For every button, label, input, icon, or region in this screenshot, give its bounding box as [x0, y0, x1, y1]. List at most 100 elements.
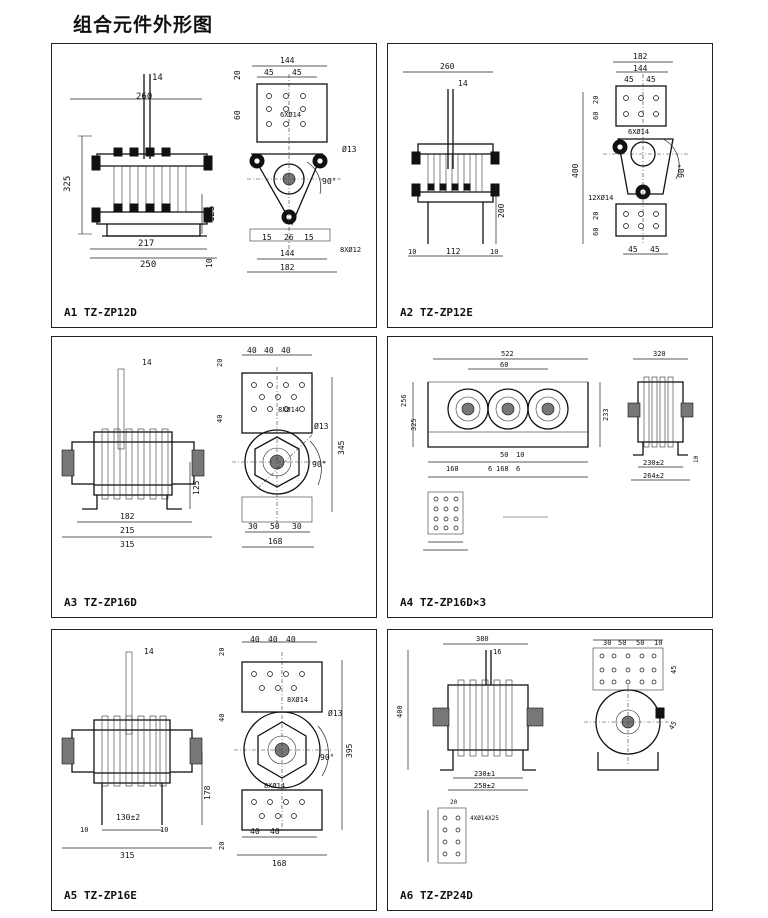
front-view-a5 — [234, 641, 343, 856]
dim-label: 260 — [440, 62, 455, 71]
triple-front-view — [412, 358, 601, 478]
dim-label: 20 — [592, 96, 600, 104]
dim-label: 16 — [493, 648, 501, 656]
dim-label: 15 — [262, 233, 272, 242]
panel-a3: 14 125 182 215 315 20 40 40 40 40 8XØ14 … — [51, 336, 377, 618]
side-view-a6 — [407, 643, 544, 791]
dim-label: 10 — [654, 639, 662, 647]
dim-label: 45 — [292, 68, 302, 77]
dim-label: 178 — [203, 785, 212, 800]
dim-label: 8XØ14 — [278, 406, 299, 414]
dim-label: 50 — [636, 639, 644, 647]
panel-caption: A1 TZ-ZP12D — [64, 306, 137, 319]
dim-label: 30 — [248, 522, 258, 531]
drawing-a3: 14 125 182 215 315 20 40 40 40 40 8XØ14 … — [61, 346, 346, 549]
dim-label: 50 — [270, 522, 280, 531]
dim-label: 256 — [400, 394, 408, 407]
dim-label: 315 — [120, 851, 135, 860]
dim-label: 14 — [458, 79, 468, 88]
drawing-a6: 380 16 400 230±1 258±2 30 50 50 10 45 45 — [396, 635, 679, 864]
dim-label: 60 — [500, 361, 508, 369]
dim-label: 90° — [312, 460, 326, 469]
dim-label: 45 — [650, 245, 660, 254]
side-view-a2 — [403, 71, 503, 257]
drawing-a4: 522 60 256 325 233 168 6 168 6 50 10 320… — [400, 350, 700, 551]
dim-label: 10 — [205, 258, 214, 268]
dim-label: 10 — [490, 248, 498, 256]
dim-label: 10 — [408, 248, 416, 256]
triple-side-view — [627, 358, 694, 481]
dim-label: 90° — [677, 164, 686, 178]
front-view-a1 — [247, 65, 342, 273]
dim-label: 40 — [218, 714, 226, 722]
dim-label: 45 — [646, 75, 656, 84]
dim-label: 20 — [233, 70, 242, 80]
dim-label: 522 — [501, 350, 514, 358]
plate-detail-a6 — [427, 807, 467, 864]
front-view-a2 — [582, 61, 688, 255]
dim-label: 258±2 — [474, 782, 495, 790]
panel-caption: A2 TZ-ZP12E — [400, 306, 473, 319]
dim-label: 20 — [218, 648, 226, 656]
dim-label: 30 — [292, 522, 302, 531]
drawing-a2: 260 14 200 10 112 10 182 144 45 45 6XØ14… — [403, 52, 688, 257]
front-view-a3 — [232, 354, 333, 548]
dim-label: 4XØ14X25 — [470, 815, 499, 822]
dim-label: Ø13 — [328, 708, 343, 718]
panel-caption: A4 TZ-ZP16D×3 — [400, 596, 487, 609]
dim-label: 20 — [218, 842, 226, 850]
dim-label: 130±2 — [116, 813, 140, 822]
dim-label: 264±2 — [643, 472, 664, 480]
dim-label: 14 — [142, 358, 152, 367]
dim-label: 8XØ12 — [340, 246, 361, 254]
dim-label: 90° — [320, 753, 334, 762]
dim-label: 233 — [602, 408, 610, 421]
dim-label: 40 — [286, 635, 296, 644]
dim-label: Ø13 — [342, 144, 357, 154]
panel-a2: 260 14 200 10 112 10 182 144 45 45 6XØ14… — [387, 43, 713, 328]
dim-label: 168 — [268, 537, 283, 546]
side-view-a3 — [61, 368, 212, 538]
dim-label: 6 — [488, 465, 492, 473]
dim-label: 40 — [281, 346, 291, 355]
dim-label: 144 — [633, 64, 648, 73]
dim-label: 20 — [450, 799, 458, 806]
dim-label: 40 — [216, 415, 224, 423]
dim-label: 182 — [280, 263, 295, 272]
panel-a5: 14 178 130±2 10 10 315 20 40 40 40 8XØ14… — [51, 629, 377, 911]
dim-label: 45 — [624, 75, 634, 84]
dim-label: 20 — [216, 359, 224, 367]
dim-label: 182 — [633, 52, 648, 61]
dim-label: 325 — [410, 418, 418, 431]
dim-label: 40 — [264, 346, 274, 355]
side-view-a1 — [70, 74, 217, 259]
dim-label: 380 — [476, 635, 489, 643]
dim-label: 45 — [668, 720, 679, 731]
dim-label: 6XØ14 — [280, 111, 301, 119]
dim-label: 10 — [160, 826, 168, 834]
dim-label: 345 — [337, 440, 346, 455]
dim-label: 215 — [120, 526, 135, 535]
dim-label: 50 — [500, 451, 508, 459]
dim-label: 30 — [603, 639, 611, 647]
panel-caption: A6 TZ-ZP24D — [400, 889, 473, 902]
dim-label: 10 — [516, 451, 524, 459]
dim-label: 10 — [693, 455, 700, 463]
dim-label: 20 — [592, 212, 600, 220]
dim-label: 60 — [233, 110, 242, 120]
side-view-a5 — [61, 651, 212, 849]
dim-label: 168 — [446, 465, 459, 473]
dim-label: 60 — [592, 228, 600, 236]
dim-label: 400 — [571, 163, 580, 178]
dim-label: 144 — [280, 249, 295, 258]
panel-a1: 14 260 325 217 250 125 10 144 45 45 20 6… — [51, 43, 377, 328]
dim-label: 14 — [152, 73, 163, 83]
panel-a4: 522 60 256 325 233 168 6 168 6 50 10 320… — [387, 336, 713, 618]
dim-label: 217 — [138, 239, 154, 249]
dim-label: 125 — [192, 480, 201, 495]
dim-label: Ø13 — [314, 421, 329, 431]
dim-label: 325 — [63, 176, 73, 192]
dim-label: 40 — [250, 635, 260, 644]
dim-label: 315 — [120, 540, 135, 549]
dim-label: 320 — [653, 350, 666, 358]
